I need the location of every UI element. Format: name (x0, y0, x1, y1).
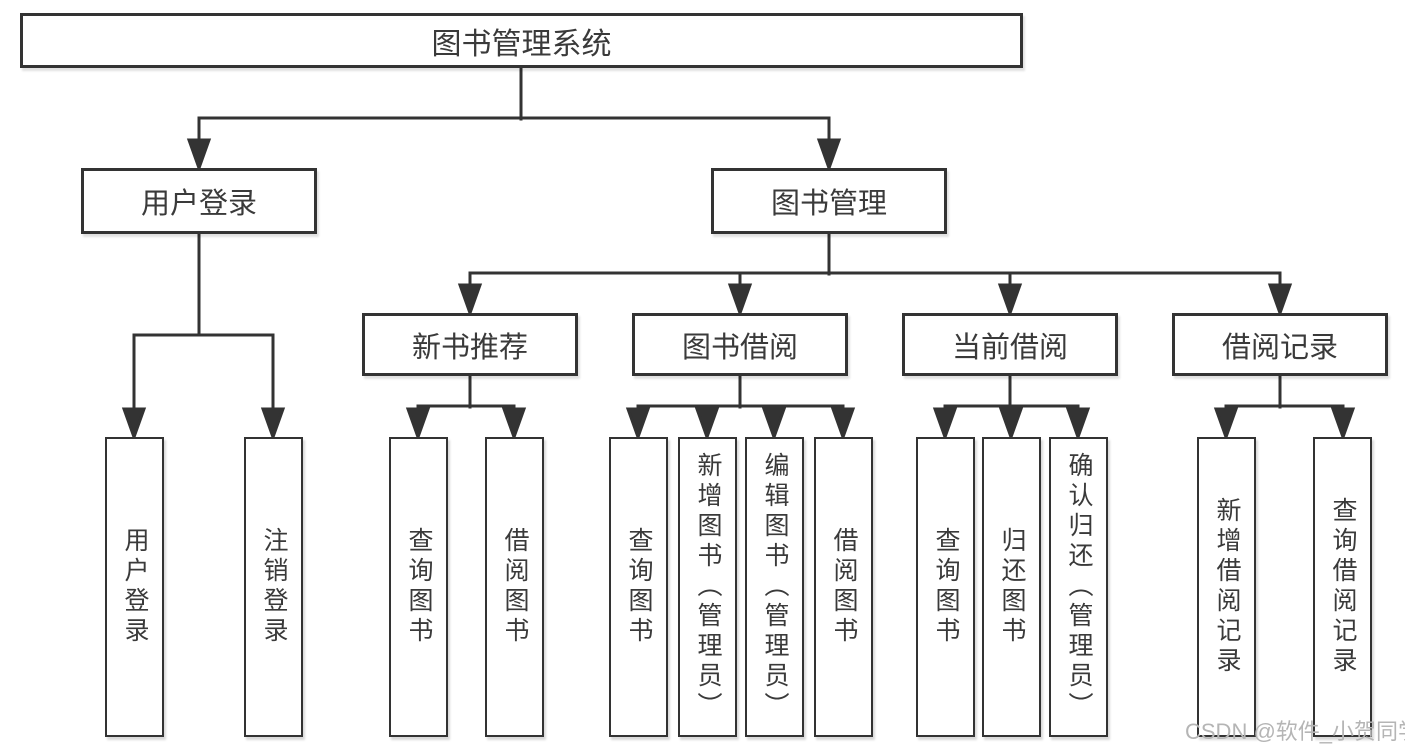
leaf-confirm-return-admin: 确认归还（管理员） (1049, 437, 1108, 737)
leaf-label: 确认归还（管理员） (1065, 452, 1093, 722)
leaf-label: 查询图书 (932, 527, 960, 647)
leaf-label: 查询借阅记录 (1329, 497, 1357, 677)
leaf-query-books-3: 查询图书 (916, 437, 975, 737)
leaf-borrow-books-1: 借阅图书 (485, 437, 544, 737)
leaf-label: 借阅图书 (830, 527, 858, 647)
leaf-label: 新增借阅记录 (1213, 497, 1241, 677)
node-current-borrowing: 当前借阅 (902, 313, 1118, 376)
leaf-label: 查询图书 (625, 527, 653, 647)
node-book-borrowing: 图书借阅 (632, 313, 848, 376)
node-user-login: 用户登录 (81, 168, 317, 234)
node-new-book-recommend: 新书推荐 (362, 313, 578, 376)
leaf-logout: 注销登录 (244, 437, 303, 737)
leaf-query-books-1: 查询图书 (389, 437, 448, 737)
leaf-add-borrow-record: 新增借阅记录 (1197, 437, 1256, 737)
node-book-management: 图书管理 (711, 168, 947, 234)
csdn-watermark: CSDN @软件_小贺同学 (1185, 719, 1405, 744)
leaf-query-borrow-record: 查询借阅记录 (1313, 437, 1372, 737)
leaf-query-books-2: 查询图书 (609, 437, 668, 737)
leaf-label: 新增图书（管理员） (694, 452, 722, 722)
leaf-label: 借阅图书 (501, 527, 529, 647)
leaf-label: 编辑图书（管理员） (761, 452, 789, 722)
node-root-system: 图书管理系统 (20, 13, 1023, 68)
leaf-label: 用户登录 (121, 527, 149, 647)
leaf-label: 注销登录 (260, 527, 288, 647)
leaf-label: 归还图书 (998, 527, 1026, 647)
leaf-return-books: 归还图书 (982, 437, 1041, 737)
leaf-borrow-books-2: 借阅图书 (814, 437, 873, 737)
leaf-edit-books-admin: 编辑图书（管理员） (745, 437, 804, 737)
leaf-add-books-admin: 新增图书（管理员） (678, 437, 737, 737)
node-borrowing-records: 借阅记录 (1172, 313, 1388, 376)
leaf-user-login: 用户登录 (105, 437, 164, 737)
leaf-label: 查询图书 (405, 527, 433, 647)
